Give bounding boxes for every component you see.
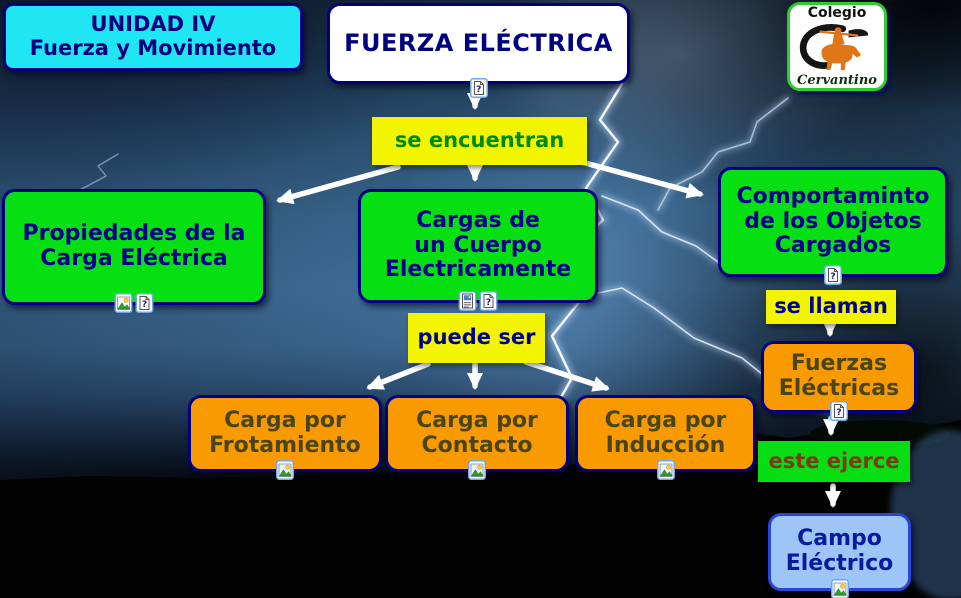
school-logo: Colegio Cervantino — [787, 2, 887, 91]
question-resource-icon[interactable]: ? — [469, 78, 488, 98]
unit-badge[interactable]: UNIDAD IV Fuerza y Movimiento — [3, 3, 303, 71]
linking-phrase-se-encuentran[interactable]: se encuentran — [372, 117, 587, 165]
concept-fuerzas-electricas[interactable]: Fuerzas Eléctricas ? — [761, 341, 917, 421]
linking-phrase-se-llaman-label: se llaman — [774, 294, 888, 319]
question-resource-icon[interactable]: ? — [830, 401, 848, 421]
linking-phrase-puede-ser[interactable]: puede ser — [408, 313, 545, 363]
question-resource-icon[interactable]: ? — [824, 265, 842, 285]
quixote-knight-icon — [799, 24, 869, 71]
school-logo-top-text: Colegio — [807, 5, 867, 21]
concept-frotamiento-label: Carga por Frotamiento — [209, 407, 361, 458]
concept-induccion[interactable]: Carga por Inducción — [575, 395, 756, 480]
svg-text:?: ? — [476, 85, 482, 95]
svg-text:?: ? — [486, 298, 491, 308]
unit-badge-label: UNIDAD IV Fuerza y Movimiento — [29, 12, 277, 60]
image-resource-icon[interactable] — [114, 293, 133, 313]
linking-phrase-se-encuentran-label: se encuentran — [394, 128, 565, 153]
image-resource-icon[interactable] — [468, 460, 486, 480]
concept-fuerza-electrica-label: FUERZA ELÉCTRICA — [344, 29, 613, 58]
concept-cargas[interactable]: Cargas de un Cuerpo Electricamente ? — [358, 189, 598, 311]
concept-fuerza-electrica[interactable]: FUERZA ELÉCTRICA ? — [327, 3, 630, 98]
svg-text:?: ? — [836, 408, 841, 418]
linking-phrase-este-ejerce[interactable]: este ejerce — [758, 441, 910, 482]
linking-phrase-se-llaman[interactable]: se llaman — [766, 290, 896, 324]
svg-text:?: ? — [142, 300, 147, 310]
concept-campo-electrico[interactable]: Campo Eléctrico — [768, 513, 911, 598]
concept-frotamiento[interactable]: Carga por Frotamiento — [188, 395, 382, 480]
question-resource-icon[interactable]: ? — [135, 293, 154, 313]
concept-cargas-label: Cargas de un Cuerpo Electricamente — [384, 208, 572, 283]
concept-contacto-label: Carga por Contacto — [416, 407, 538, 458]
concept-comportaminto-label: Comportaminto de los Objetos Cargados — [736, 184, 930, 259]
concept-induccion-label: Carga por Inducción — [604, 407, 727, 458]
concept-fuerzas-electricas-label: Fuerzas Eléctricas — [778, 351, 900, 401]
question-resource-icon[interactable]: ? — [479, 291, 498, 311]
image-resource-icon[interactable] — [830, 579, 849, 598]
concept-campo-electrico-label: Campo Eléctrico — [785, 526, 894, 576]
concept-comportaminto[interactable]: Comportaminto de los Objetos Cargados ? — [718, 167, 948, 285]
linking-phrase-este-ejerce-label: este ejerce — [768, 448, 900, 473]
concept-propiedades[interactable]: Propiedades de la Carga Eléctrica ? — [2, 189, 266, 313]
richtext-resource-icon[interactable] — [458, 291, 477, 311]
image-resource-icon[interactable] — [656, 460, 675, 480]
concept-propiedades-label: Propiedades de la Carga Eléctrica — [22, 221, 246, 271]
school-logo-bottom-text: Cervantino — [797, 73, 877, 88]
concept-contacto[interactable]: Carga por Contacto — [385, 395, 569, 480]
svg-text:?: ? — [830, 272, 835, 282]
image-resource-icon[interactable] — [276, 460, 294, 480]
linking-phrase-puede-ser-label: puede ser — [417, 325, 536, 350]
